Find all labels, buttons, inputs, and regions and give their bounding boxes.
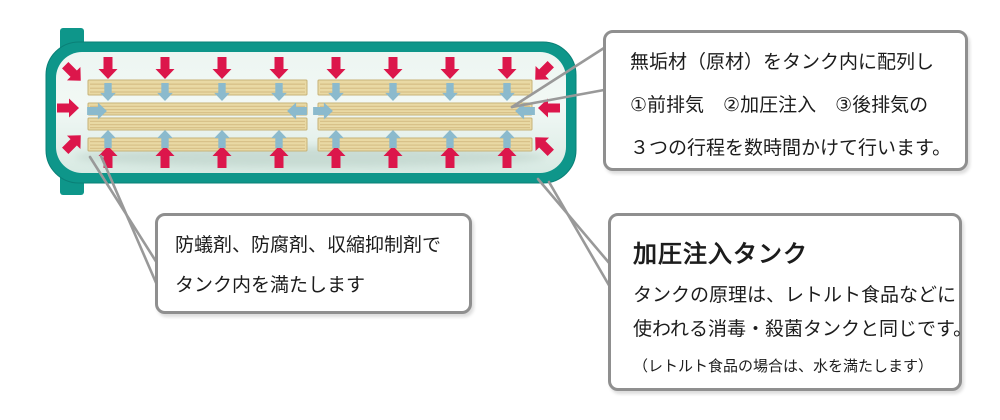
- pressure-arrow-up: [326, 146, 346, 168]
- pressure-arrow-up: [212, 146, 232, 168]
- leader-line: [510, 46, 606, 109]
- callout-line: ①前排気 ②加圧注入 ③後排気の: [630, 95, 929, 116]
- wood-stack: [87, 79, 533, 152]
- pressure-arrow-up: [497, 146, 517, 168]
- leader-line: [99, 154, 159, 287]
- wood-plank: [87, 79, 308, 96]
- pressure-arrow-down: [155, 57, 175, 79]
- pressure-arrow-down: [269, 57, 289, 79]
- liquid-arrow-down: [100, 82, 116, 102]
- callout-line: 使われる消毒・殺菌タンクと同じです。: [633, 319, 973, 340]
- pressure-arrow-side: [535, 61, 554, 80]
- liquid-arrow-down: [271, 82, 287, 102]
- pressure-arrow-up: [155, 146, 175, 168]
- pressure-arrow-side: [57, 98, 79, 118]
- liquid-arrow-up: [442, 129, 458, 149]
- pressure-arrow-side: [62, 135, 81, 154]
- liquid-arrow-horizontal: [87, 102, 107, 120]
- callout-line: 無垢材（原材）をタンク内に配列し: [630, 52, 935, 73]
- pressure-arrow-side: [62, 62, 81, 81]
- leader-line: [510, 88, 606, 109]
- pressure-arrow-down: [383, 57, 403, 79]
- callout-note: （レトルト食品の場合は、水を満たします）: [633, 358, 934, 375]
- pressure-arrow-up: [383, 146, 403, 168]
- leader-line: [547, 180, 612, 289]
- callout-process-steps: 無垢材（原材）をタンク内に配列し ①前排気 ②加圧注入 ③後排気の ３つの行程を…: [603, 30, 968, 171]
- liquid-arrow-up: [385, 129, 401, 149]
- liquid-arrow-horizontal: [313, 102, 333, 120]
- pressure-arrow-down: [440, 57, 460, 79]
- liquid-arrow-down: [157, 82, 173, 102]
- pressure-arrow-up: [269, 146, 289, 168]
- liquid-arrow-up: [271, 129, 287, 149]
- leader-line: [536, 177, 612, 266]
- pressure-arrow-down: [497, 57, 517, 79]
- liquid-arrow-down: [499, 82, 515, 102]
- pressure-arrow-down: [98, 57, 118, 79]
- pressure-arrow-down: [212, 57, 232, 79]
- pressure-arrow-side: [535, 137, 554, 156]
- liquid-arrow-horizontal: [287, 102, 307, 120]
- wood-shadow: [75, 147, 545, 167]
- callout-line: タンク内を満たします: [175, 275, 366, 296]
- liquid-arrow-up: [328, 129, 344, 149]
- callout-line: 防蟻剤、防腐剤、収縮抑制剤で: [175, 235, 442, 256]
- callout-tank-description: 加圧注入タンク タンクの原理は、レトルト食品などに 使われる消毒・殺菌タンクと同…: [608, 213, 973, 391]
- callout-title: 加圧注入タンク: [633, 241, 808, 268]
- leader-lines: [88, 46, 612, 289]
- pressure-arrow-up: [98, 146, 118, 168]
- liquid-arrow-down: [328, 82, 344, 102]
- liquid-arrow-up: [100, 129, 116, 149]
- callout-line: タンクの原理は、レトルト食品などに: [633, 285, 957, 306]
- callout-line: ３つの行程を数時間かけて行います。: [630, 138, 952, 159]
- callout-chemicals: 防蟻剤、防腐剤、収縮抑制剤で タンク内を満たします: [155, 213, 472, 314]
- wood-plank: [317, 79, 533, 96]
- pressure-arrow-up: [440, 146, 460, 168]
- liquid-arrow-up: [157, 129, 173, 149]
- liquid-arrow-down: [214, 82, 230, 102]
- liquid-arrow-down: [442, 82, 458, 102]
- liquid-arrow-up: [499, 129, 515, 149]
- liquid-arrow-up: [214, 129, 230, 149]
- liquid-arrow-down: [385, 82, 401, 102]
- pressure-arrow-side: [538, 98, 560, 118]
- pressure-arrow-down: [326, 57, 346, 79]
- arrows-layer: [57, 57, 560, 168]
